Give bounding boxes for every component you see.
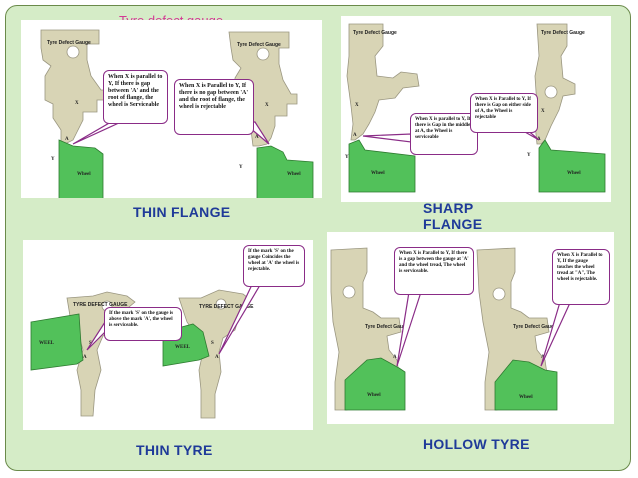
callout-thin-tyre-rejectable: If the mark 'S' on the gauge Coincides t… xyxy=(243,245,305,287)
mark-x-left: X xyxy=(75,101,79,106)
mark-y-right: Y xyxy=(239,165,243,170)
wheel-label-left: Wheel xyxy=(367,393,381,398)
hollow-tyre-diagram: Tyre Defect Gauge Tyre Defect Gauge Whee… xyxy=(327,232,614,424)
wheel-left xyxy=(30,313,84,371)
gauge-label-left: Tyre Defect Gauge xyxy=(47,40,91,46)
mark-a-left: A xyxy=(83,355,87,360)
callout-thin-flange-rejectable: When X is Parallel to Y, If there is no … xyxy=(174,79,254,135)
callout-hollow-tyre-rejectable: When X is Parallel to Y, If the gauge to… xyxy=(552,249,610,305)
callout-thin-tyre-serviceable: If the mark 'S' on the gauge is above th… xyxy=(104,307,182,341)
mark-x-right: X xyxy=(265,103,269,108)
mark-a-right: A xyxy=(255,135,259,140)
mark-a-right: A xyxy=(215,355,219,360)
caption-hollow-tyre: HOLLOW TYRE xyxy=(423,436,530,452)
callout-sharp-flange-serviceable: When X is parallel to Y, If there is Gap… xyxy=(410,113,478,155)
wheel-left xyxy=(58,139,104,198)
mark-a-left: A xyxy=(393,355,397,360)
gauge-right xyxy=(534,23,576,145)
gauge-left xyxy=(346,23,420,141)
mark-x-left: X xyxy=(355,103,359,108)
gauge-label-right: TYRE DEFECT GAUGE xyxy=(199,304,254,310)
gauge-label-left: Tyre Defect Gauge xyxy=(353,30,397,36)
gauge-label-left: TYRE DEFECT GAUGE xyxy=(73,302,128,308)
mark-y-left: Y xyxy=(51,157,55,162)
mark-a-left: A xyxy=(353,133,357,138)
gauge-label-left: Tyre Defect Gauge xyxy=(365,324,409,330)
wheel-label-right: Wheel xyxy=(519,395,533,400)
wheel-right xyxy=(494,359,558,411)
caption-thin-flange: THIN FLANGE xyxy=(133,204,231,220)
wheel-left xyxy=(348,139,416,193)
mark-s-right: S xyxy=(211,341,214,346)
wheel-label-right: WEEL xyxy=(175,345,191,350)
wheel-right xyxy=(256,145,314,198)
mark-y-left: Y xyxy=(345,155,349,160)
gauge-label-right: Tyre Defect Gauge xyxy=(237,42,281,48)
thin-flange-diagram: Tyre Defect Gauge Tyre Defect Gauge Whee… xyxy=(21,20,322,198)
mark-y-right: Y xyxy=(527,153,531,158)
thin-tyre-diagram: TYRE DEFECT GAUGE TYRE DEFECT GAUGE WEEL… xyxy=(23,240,313,430)
mark-a-left: A xyxy=(65,137,69,142)
gauge-left xyxy=(40,29,108,145)
wheel-left xyxy=(344,357,406,411)
gauge-label-right: Tyre Defect Gauge xyxy=(513,324,557,330)
caption-thin-tyre: THIN TYRE xyxy=(136,442,213,458)
callout-sharp-flange-rejectable: When X is Parallel to Y, If there is Gap… xyxy=(470,93,538,133)
wheel-label-right: Wheel xyxy=(567,171,581,176)
wheel-label-right: Wheel xyxy=(287,172,301,177)
caption-sharp-flange: SHARP FLANGE xyxy=(423,200,483,232)
callout-thin-flange-serviceable: When X is parallel to Y, If there is gap… xyxy=(103,70,168,124)
wheel-label-left: WEEL xyxy=(39,341,55,346)
sharp-flange-diagram: Tyre Defect Gauge Tyre Defect Gauge Whee… xyxy=(341,16,611,202)
callout-hollow-tyre-serviceable: When X is Parallel to Y, If there is a g… xyxy=(394,247,474,295)
wheel-label-left: Wheel xyxy=(77,172,91,177)
gauge-label-right: Tyre Defect Gauge xyxy=(541,30,585,36)
wheel-label-left: Wheel xyxy=(371,171,385,176)
wheel-right xyxy=(538,139,606,193)
mark-x-right: X xyxy=(541,109,545,114)
